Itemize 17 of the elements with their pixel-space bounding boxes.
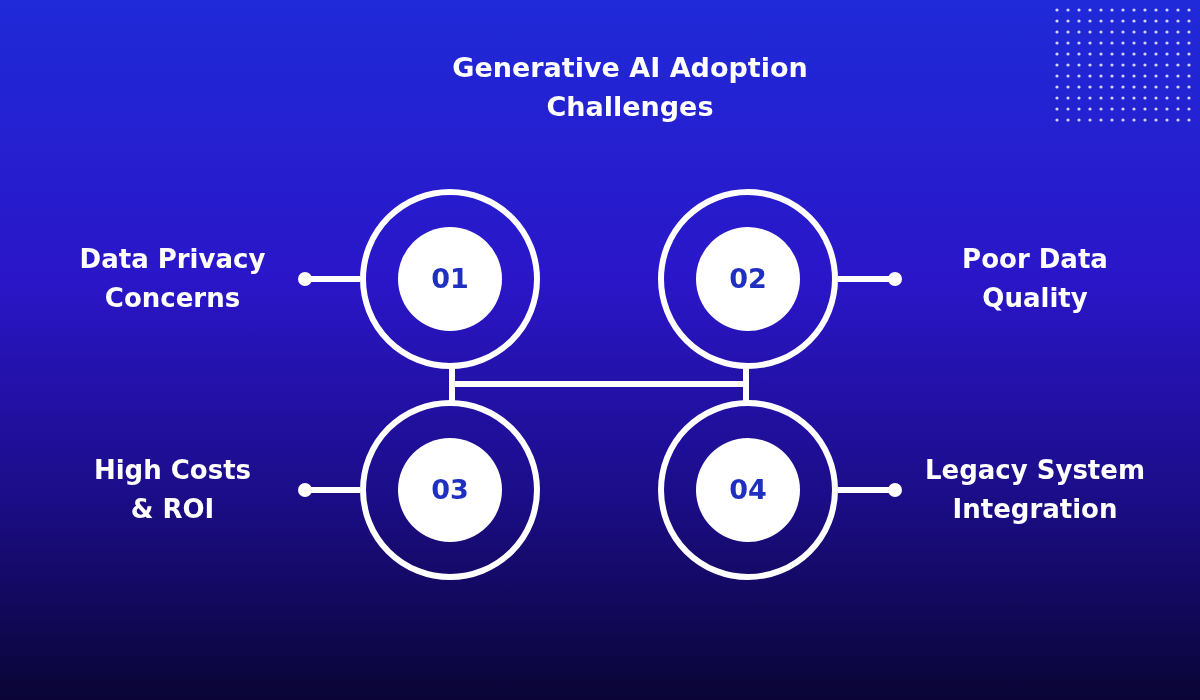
leader-line (298, 483, 360, 497)
number-circle: 04 (696, 438, 800, 542)
challenge-label: Legacy System Integration (895, 451, 1175, 529)
challenge-label: High Costs & ROI (40, 451, 305, 529)
leader-line (298, 272, 360, 286)
ring-outline (658, 189, 838, 369)
leader-line (838, 272, 902, 286)
number-circle: 01 (398, 227, 502, 331)
number-circle: 03 (398, 438, 502, 542)
number-circle: 02 (696, 227, 800, 331)
leader-line (838, 483, 902, 497)
ring-outline (658, 400, 838, 580)
title: Generative AI Adoption Challenges (451, 51, 809, 124)
challenge-label: Poor Data Quality (895, 240, 1175, 318)
challenge-label: Data Privacy Concerns (40, 240, 305, 318)
ring-outline (360, 400, 540, 580)
ring-outline (360, 189, 540, 369)
